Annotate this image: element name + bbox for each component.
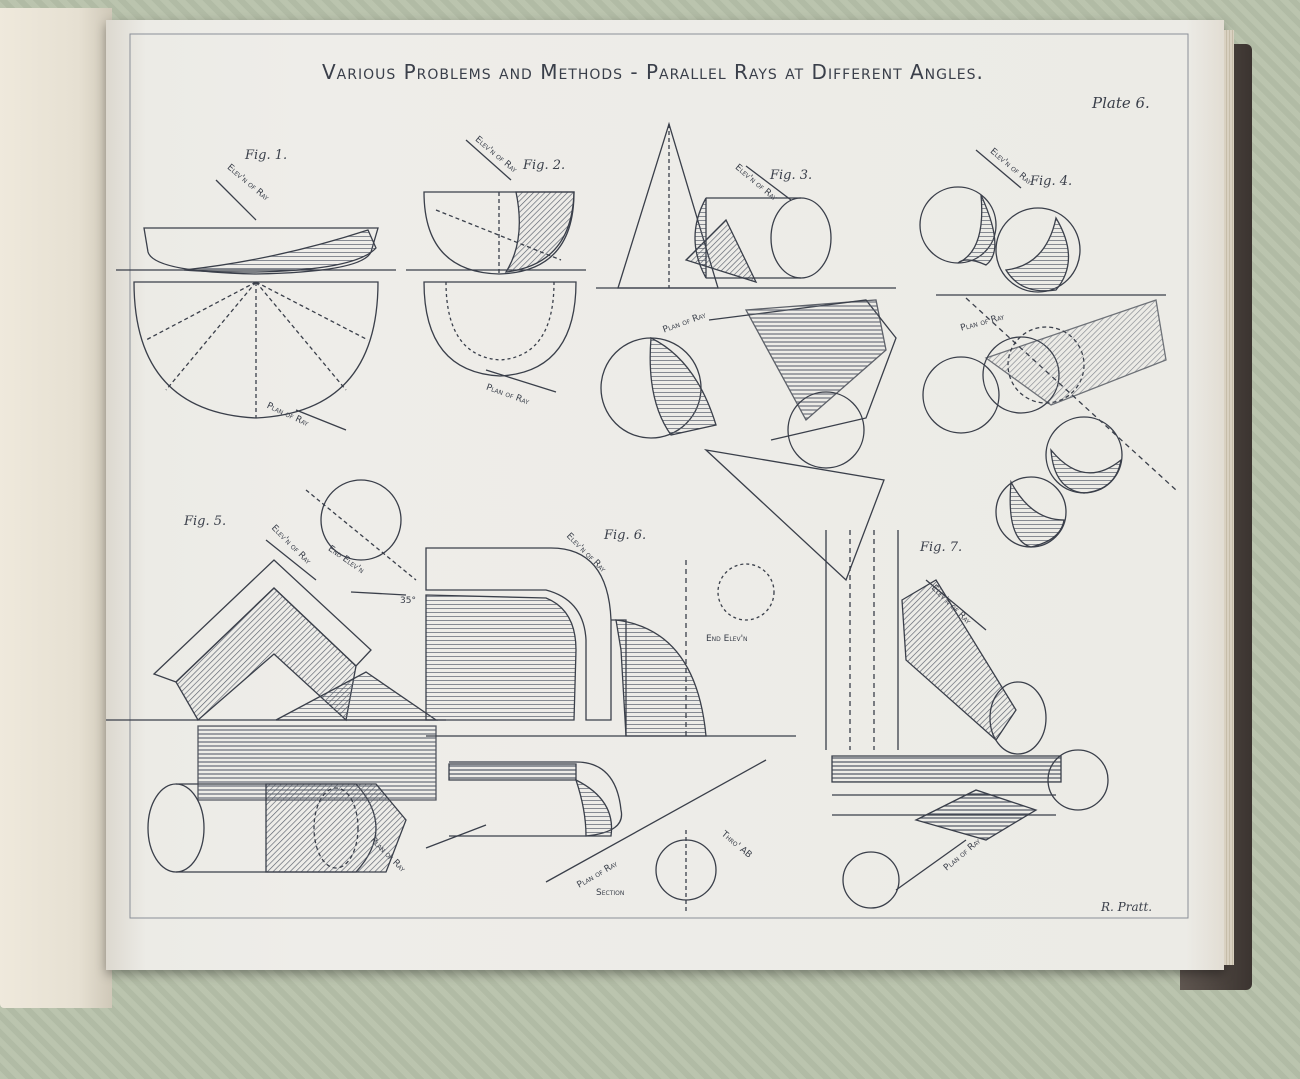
page-edges — [1224, 30, 1234, 965]
figure-1-drawing — [116, 179, 396, 431]
figure-3-drawing — [596, 121, 897, 582]
fig6-end-elev-note: End Elev'n — [706, 634, 748, 644]
figure-5-drawing — [106, 479, 446, 873]
figure-3-label: Fig. 3. — [770, 168, 813, 183]
figure-2-drawing — [406, 139, 586, 393]
figure-6-drawing — [425, 547, 796, 912]
figure-1-label: Fig. 1. — [245, 148, 288, 163]
figure-5-label: Fig. 5. — [184, 514, 227, 529]
plate-number: Plate 6. — [1092, 94, 1150, 112]
figure-7-drawing — [825, 530, 1109, 909]
figure-2-label: Fig. 2. — [523, 158, 566, 173]
technical-drawing — [106, 33, 1189, 919]
left-page — [0, 8, 112, 1008]
fig5-angle-note: 35° — [400, 596, 416, 606]
fig6-section-note: Section — [596, 888, 625, 898]
figure-7-label: Fig. 7. — [920, 540, 963, 555]
figure-6-label: Fig. 6. — [604, 528, 647, 543]
plate-title: Various Problems and Methods - Parallel … — [322, 60, 984, 84]
artist-signature: R. Pratt. — [1101, 900, 1153, 914]
figure-4-drawing — [919, 149, 1177, 548]
figure-4-label: Fig. 4. — [1030, 174, 1073, 189]
